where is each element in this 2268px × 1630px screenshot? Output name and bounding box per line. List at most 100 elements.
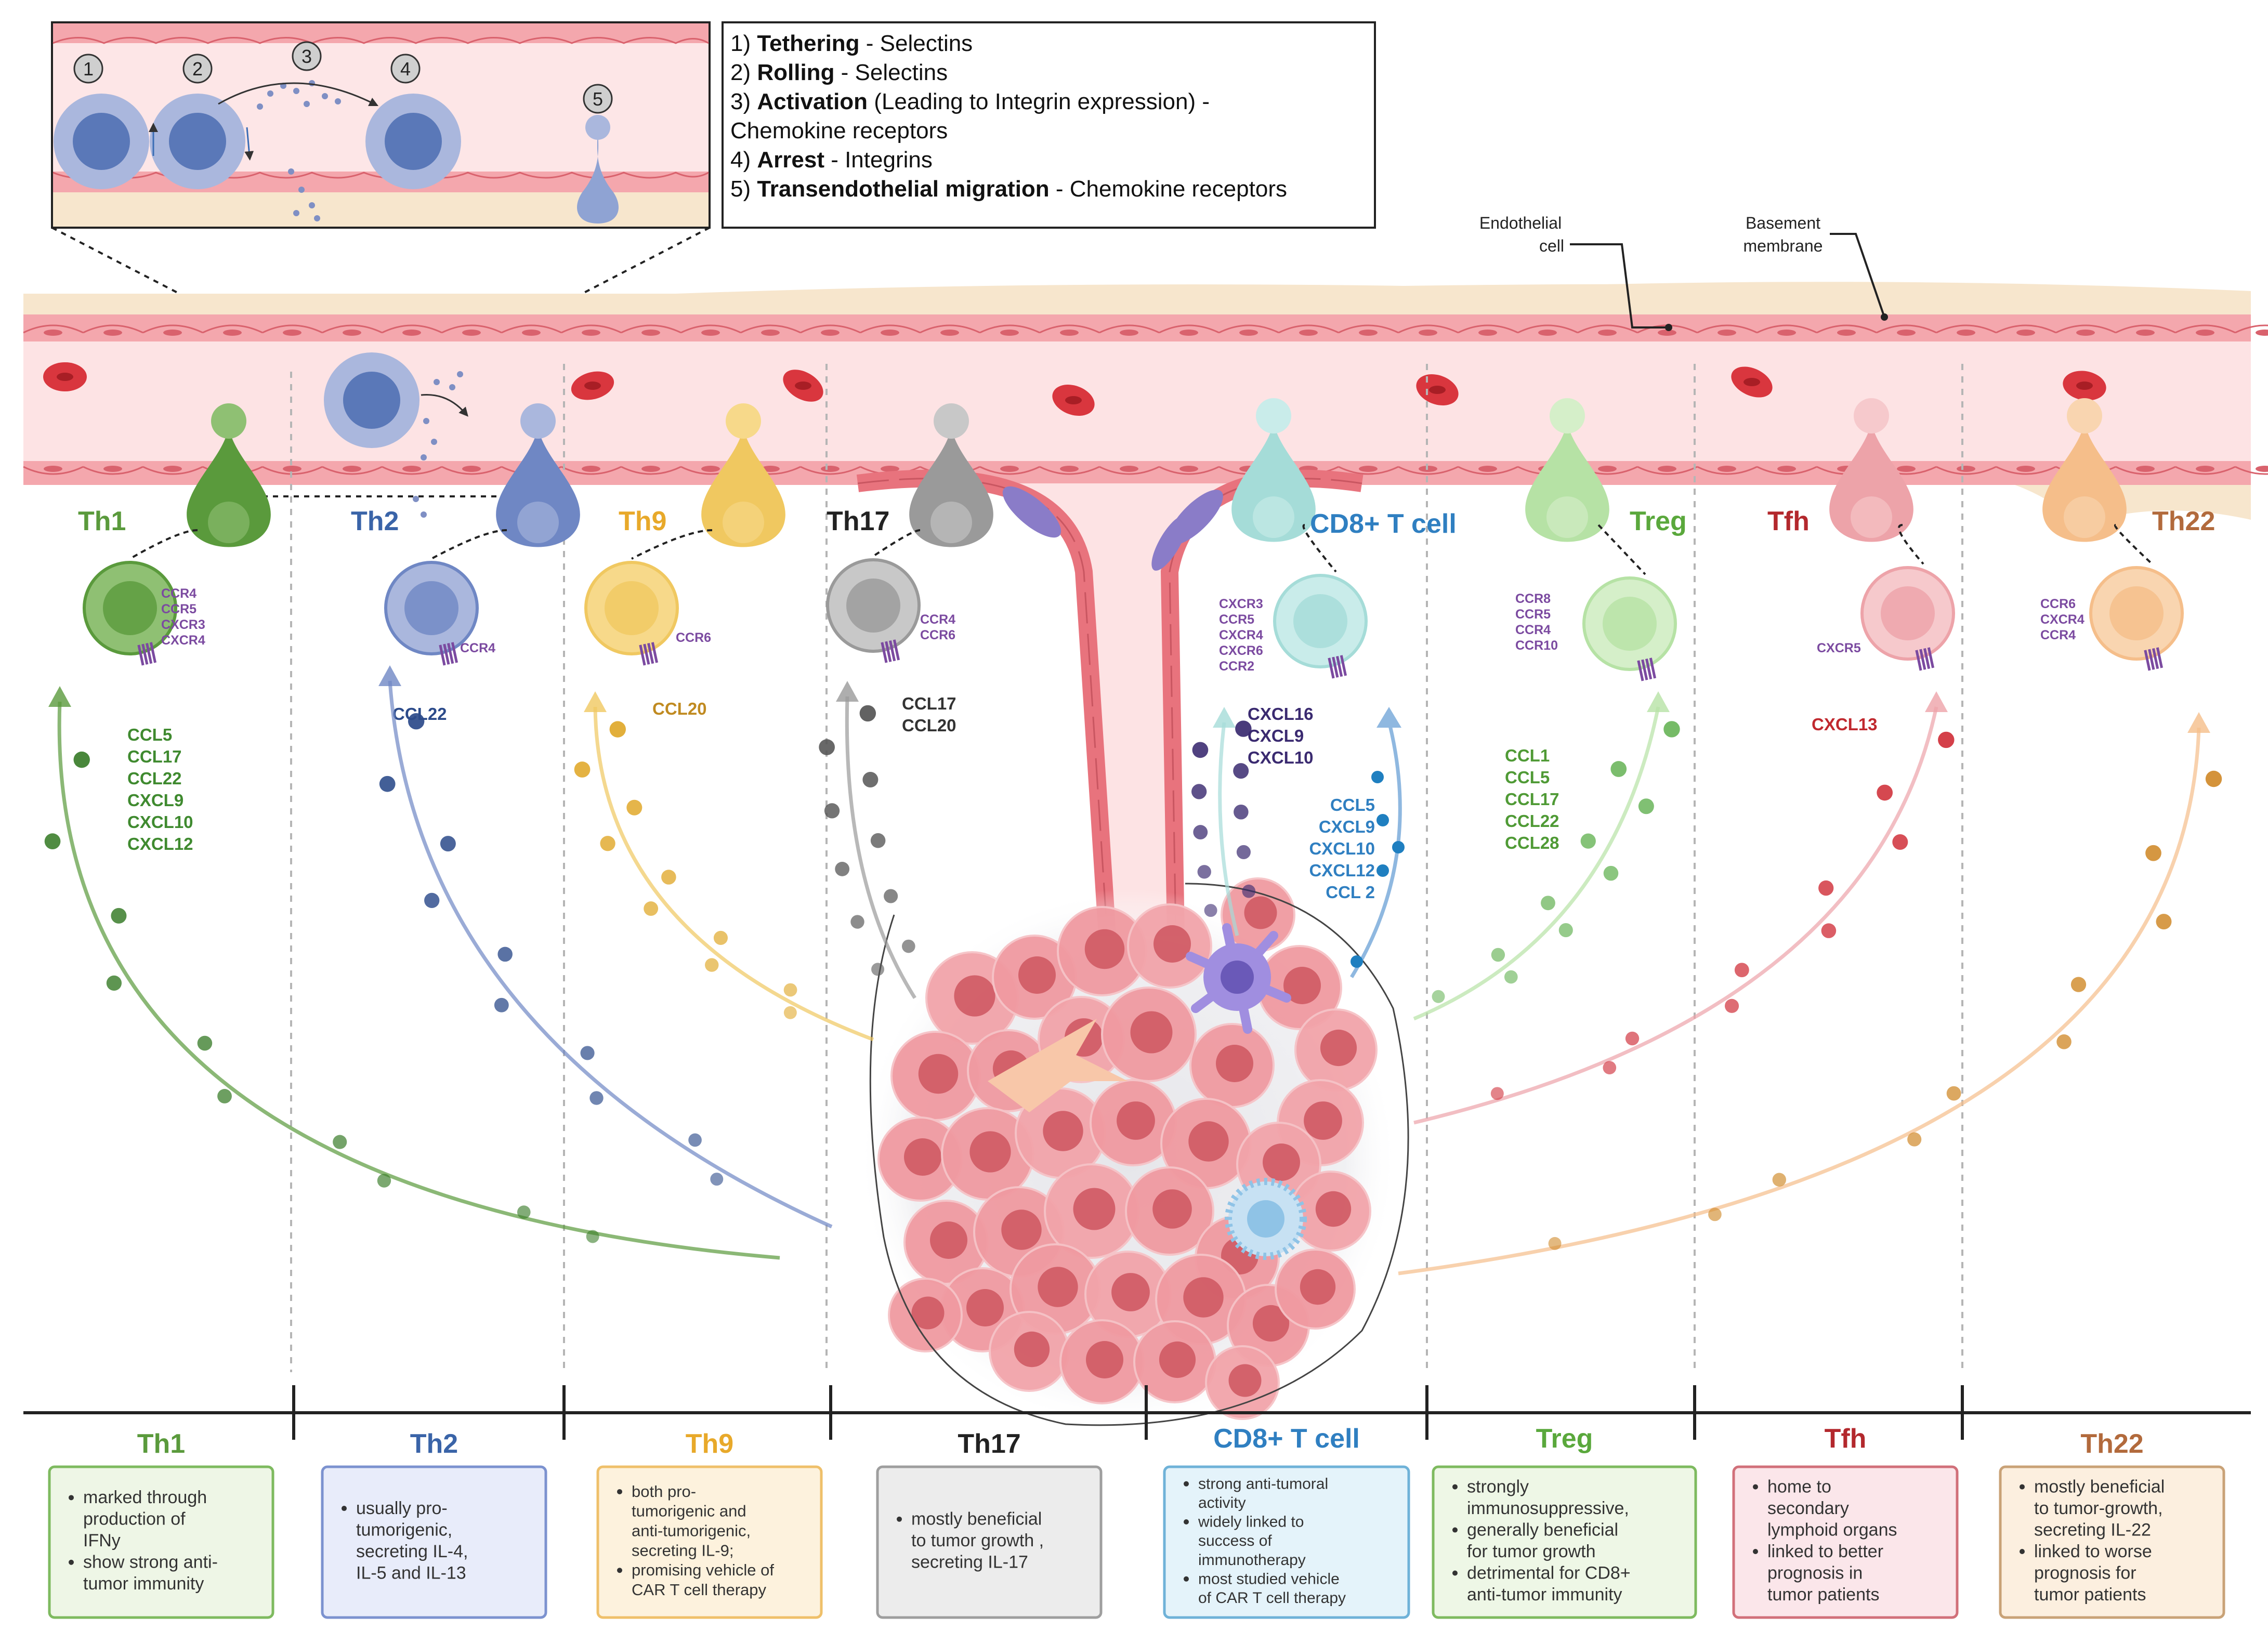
panel-text-line: lymphoid organs [1767,1520,1897,1540]
panel-text-line: secreting IL-17 [911,1553,1028,1572]
chemokine-label: CXCL12 [1309,861,1375,880]
panel-text-line: IL-5 and IL-13 [356,1563,466,1583]
panel-text-line: show strong anti- [83,1553,218,1572]
receptor-label: CXCR3 [161,617,205,632]
receptor-label: CCR6 [920,628,955,642]
panel-title: Th22 [2080,1429,2143,1459]
step-marker [292,41,322,71]
panel-text-line: anti-tumor immunity [1467,1585,1622,1605]
chemokine-label: CCL20 [902,716,956,735]
step-marker [73,54,103,84]
receptor-label: CCR2 [1219,659,1254,674]
receptor-label: CCR8 [1515,591,1551,606]
cell-step5 [577,125,619,224]
panel-text-line: tumor patients [1767,1585,1879,1605]
endothelial-label-line2: cell [1539,236,1564,255]
chemokine-label: CXCL9 [127,791,183,810]
transmigrating-cell [701,426,785,547]
receptor-icon [1915,647,1935,671]
transmigrating-cell [1525,421,1609,542]
receptor-icon [137,642,157,666]
receptor-icon [439,642,458,666]
transmigrating-cell [1829,421,1913,542]
panel-text-line: tumor immunity [83,1574,204,1594]
panel-text-line: home to [1767,1477,1831,1496]
panel-title: Th9 [686,1429,733,1459]
receptor-label: CXCR4 [161,633,205,648]
cell-group-th1: Th1CCR4CCR5CXCR3CXCR4CCL5CCL17CCL22CXCL9… [78,403,271,853]
receptor-label: CXCR5 [1817,641,1861,655]
chemokine-gradient-arrow [44,686,780,1260]
chemokine-gradient-arrow [574,691,874,1042]
panel-text-line: anti-tumorigenic, [632,1522,751,1540]
receptor-label: CXCR3 [1219,597,1263,611]
panel-title: Treg [1536,1424,1593,1454]
panel-text-line: immunosuppressive, [1467,1498,1629,1518]
panel-text-line: linked to better [1767,1542,1883,1561]
panel-text-line: both pro- [632,1482,696,1501]
vessel-annotations: Endothelial cell Basement membrane [1479,214,1888,331]
panel-title: Th17 [958,1429,1020,1459]
panel-text-line: mostly beneficial [2034,1477,2165,1496]
panel-title: CD8+ T cell [1213,1424,1360,1454]
basement-label-line1: Basement [1746,214,1820,232]
transmigrating-cell [496,426,580,547]
cell-name-th17: Th17 [827,506,889,536]
chemokine-gradient-arrow-cd8-secondary [1350,707,1405,978]
receptor-label: CCR4 [1515,623,1551,637]
chemokine-label: CCL20 [652,699,707,718]
chemokine-label: CXCL10 [1248,748,1314,767]
panel-title: Tfh [1825,1424,1867,1454]
chemokine-label: CCL 2 [1326,883,1375,902]
panel-text-line: widely linked to [1198,1514,1304,1531]
panel-text-line: to tumor growth , [911,1531,1044,1550]
panel-text-line: secondary [1767,1498,1849,1518]
receptor-label: CCR4 [460,641,495,655]
panel-text-line: promising vehicle of [632,1561,774,1579]
legend-step: Chemokine receptors [730,118,948,143]
receptor-label: CCR5 [161,602,196,616]
step-marker-number: 5 [593,88,603,110]
panel-text-line: most studied vehicle [1198,1570,1340,1587]
receptor-label: CCR4 [2040,628,2076,642]
tumor-mass [858,877,1409,1429]
chemokine-label: CCL5 [1505,768,1550,787]
panel-text-line: marked through [83,1488,207,1507]
summary-panel-treg: Tregstronglyimmunosuppressive,generally … [1432,1424,1697,1619]
receptor-label: CXCR4 [2040,612,2085,627]
receptor-label: CCR4 [920,612,955,627]
panel-text-line: strong anti-tumoral [1198,1475,1328,1492]
panel-text-line: IFNy [83,1531,121,1550]
panel-title: Th1 [137,1429,185,1459]
chemokine-gradient-arrow [1413,691,1680,1021]
chemokine-label: CCL22 [127,769,182,788]
chemokine-label: CCL17 [902,694,956,713]
receptor-icon [1637,658,1657,681]
chemokine-label: CXCL10 [127,812,193,832]
transmigrating-cell [187,426,271,547]
panel-text-line: tumor patients [2034,1585,2146,1605]
chemokine-label: CXCL16 [1248,704,1314,724]
summary-panel-th17: Th17 mostly beneficial to tumor growth , se… [876,1429,1103,1619]
step-marker [390,54,421,84]
panel-box [596,1465,823,1619]
chemokine-label: CXCL10 [1309,839,1375,858]
receptor-icon [881,639,900,663]
transmigrating-cell [1231,421,1316,542]
cell-name-treg: Treg [1630,506,1687,536]
chemokine-label: CXCL9 [1248,726,1304,745]
cell-group-cd8: CD8+ T cellCXCR3CCR5CXCR4CXCR6CCR2CXCL16… [1219,398,1457,902]
panel-text-line: mostly beneficial [911,1509,1042,1529]
basement-label-line2: membrane [1743,236,1823,255]
panel-box [1999,1465,2225,1619]
cell-group-treg: TregCCR8CCR5CCR4CCR10CCL1CCL5CCL17CCL22C… [1505,398,1687,852]
panel-text-line: production of [83,1509,186,1529]
panel-text-line: usually pro- [356,1498,448,1518]
panel-box [876,1465,1103,1619]
panel-box [1732,1465,1959,1619]
